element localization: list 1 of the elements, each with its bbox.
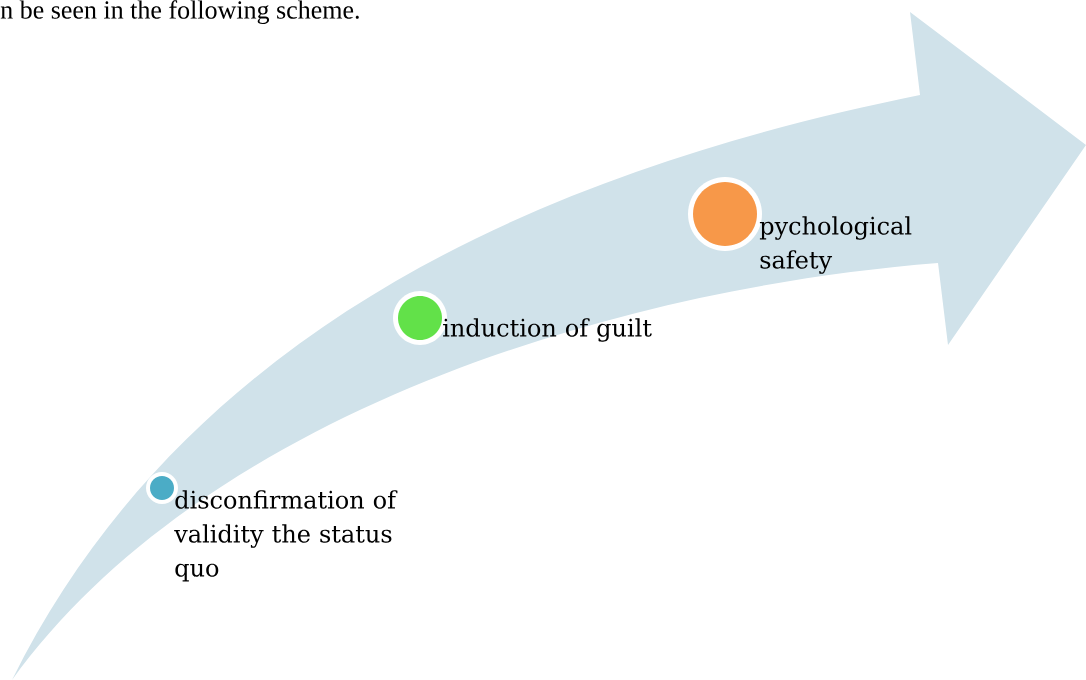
caption-text: n be seen in the following scheme. <box>0 0 359 25</box>
